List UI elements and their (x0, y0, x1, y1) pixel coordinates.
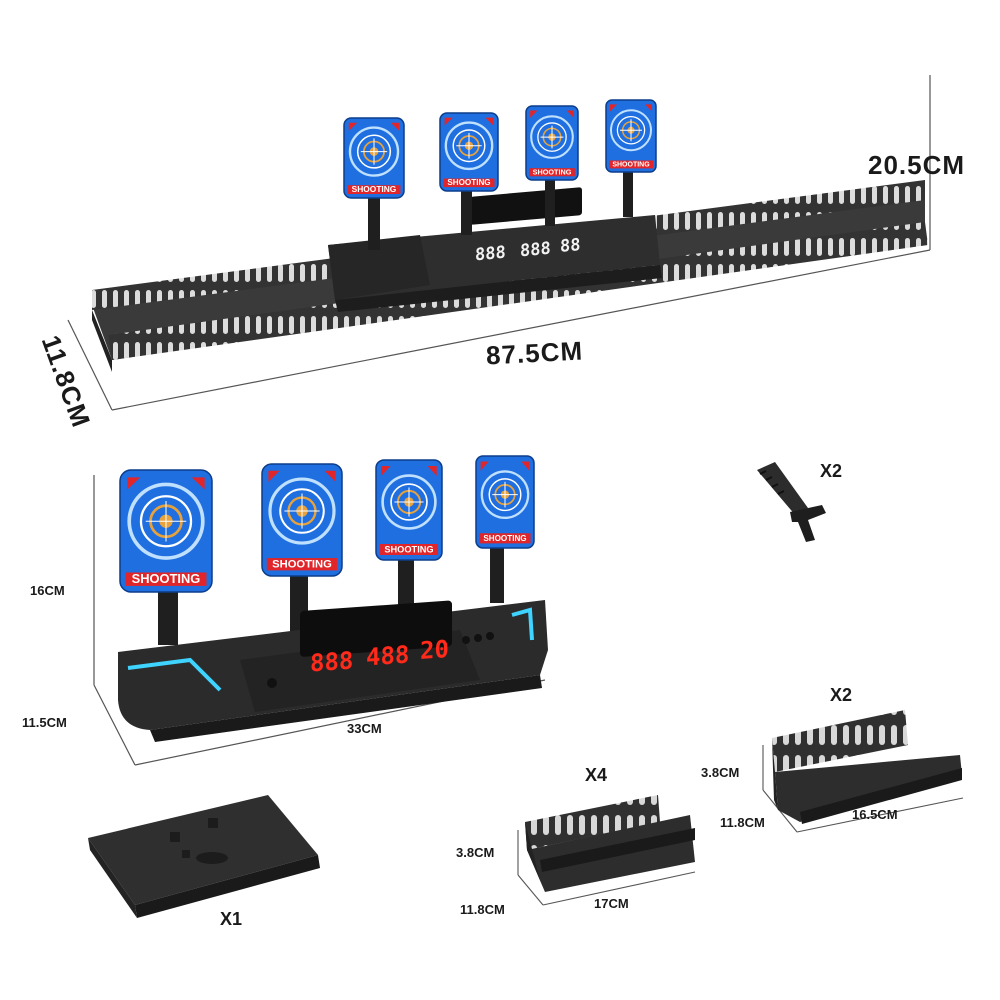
base-unit-housing (118, 600, 548, 742)
base-unit-target-4: SHOOTING (475, 455, 535, 549)
base-unit-posts (158, 548, 504, 645)
base-unit-depth-label: 11.5CM (22, 715, 67, 730)
target-label: SHOOTING (352, 184, 397, 194)
short-track-height-label: 3.8CM (456, 845, 495, 860)
pin-quantity-label: X2 (820, 461, 843, 481)
base-unit-target-3: SHOOTING (375, 459, 443, 561)
end-track-height-label: 3.8CM (701, 765, 740, 780)
top-target-3: SHOOTING (525, 105, 579, 181)
target-label: SHOOTING (132, 571, 201, 586)
base-plate-quantity-label: X1 (220, 909, 243, 929)
target-label: SHOOTING (447, 178, 490, 187)
target-posts (368, 172, 633, 250)
base-unit-targets: SHOOTING SHOOTING SHOOTING SHOOTING (119, 455, 535, 593)
base-plate-icon (88, 795, 320, 918)
end-track-quantity-label: X2 (830, 685, 853, 705)
target-label: SHOOTING (612, 162, 650, 169)
base-unit-length-label: 33CM (347, 721, 382, 736)
target-label: SHOOTING (384, 545, 433, 555)
target-label: SHOOTING (483, 534, 526, 543)
short-track-length-label: 17CM (594, 896, 629, 911)
end-track-depth-label: 11.8CM (720, 815, 765, 830)
top-target-1: SHOOTING (343, 117, 405, 199)
short-track-icon (525, 795, 695, 892)
base-unit-target-1: SHOOTING (119, 469, 213, 593)
top-target-4: SHOOTING (605, 99, 657, 173)
short-track-depth-label: 11.8CM (460, 902, 505, 917)
full-set-targets: SHOOTING SHOOTING SHOOTING SHOOTING (343, 99, 657, 199)
top-target-2: SHOOTING (439, 112, 499, 192)
target-label: SHOOTING (272, 559, 332, 571)
pin-icon (757, 462, 826, 542)
end-track-length-label: 16.5CM (852, 807, 898, 822)
end-track-icon (772, 710, 962, 824)
base-unit-height-label: 16CM (30, 583, 65, 598)
target-label: SHOOTING (533, 167, 572, 176)
short-track-quantity-label: X4 (585, 765, 608, 785)
full-set-height-label: 20.5CM (868, 150, 966, 180)
base-unit-target-2: SHOOTING (261, 463, 343, 577)
